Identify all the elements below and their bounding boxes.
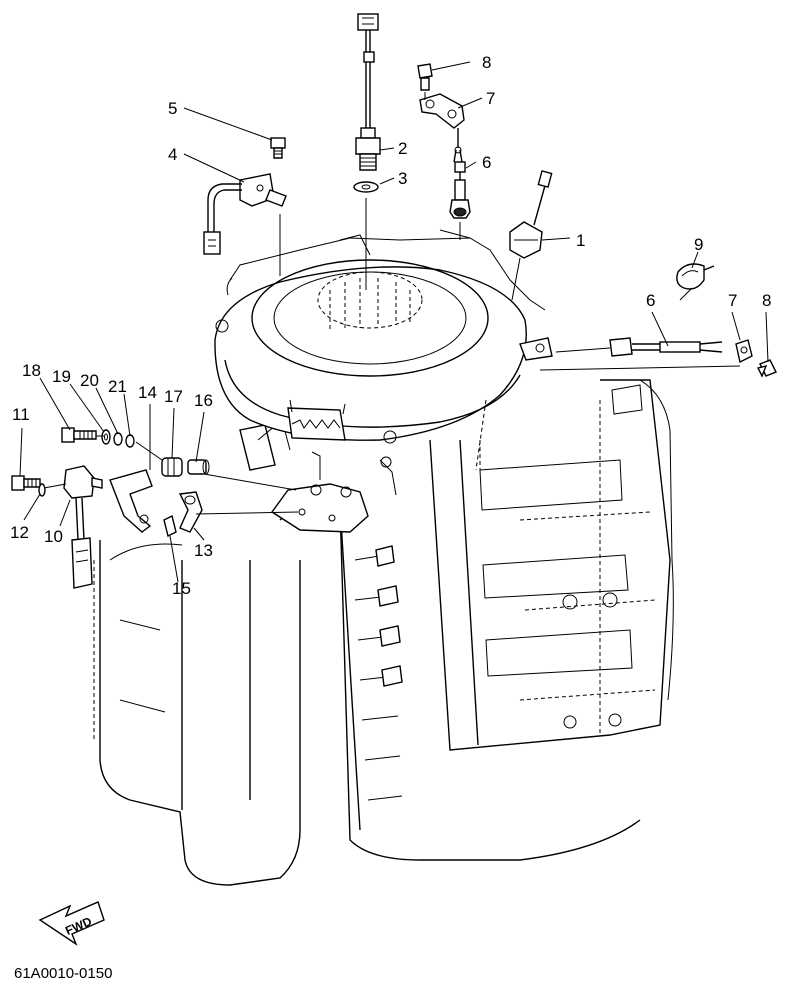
figure-code: 61A0010-0150 (14, 965, 112, 982)
callout-8-right: 8 (762, 291, 771, 310)
part-6-switch-upper (449, 128, 471, 240)
callout-5: 5 (168, 99, 177, 118)
part-14-bracket (109, 469, 153, 533)
callout-16: 16 (194, 391, 213, 410)
part-5-screw (270, 137, 286, 159)
callout-6-right: 6 (646, 291, 655, 310)
part-7-bracket-right (539, 339, 753, 371)
flywheel-cover (214, 259, 527, 444)
callout-6-upper: 6 (482, 153, 491, 172)
callout-20: 20 (80, 371, 99, 390)
part-7-clip-upper (419, 93, 465, 129)
harness-clamp (519, 337, 553, 361)
callout-21: 21 (108, 377, 127, 396)
part-12-washer (38, 483, 46, 497)
callout-15: 15 (172, 579, 191, 598)
part-2-sender (355, 13, 381, 171)
part-3-washer (353, 181, 379, 290)
part-19-washer (101, 429, 111, 445)
part-8-bolt-upper (417, 63, 433, 100)
part-16-bushing (187, 459, 210, 475)
part-4-bracket (203, 173, 287, 276)
callout-7-upper: 7 (486, 89, 495, 108)
callout-1: 1 (576, 231, 585, 250)
part-1-sensor (509, 170, 553, 301)
part-17-grommet (161, 457, 183, 477)
callout-2: 2 (398, 139, 407, 158)
callout-3: 3 (398, 169, 407, 188)
part-21-nut (125, 434, 135, 448)
callout-4: 4 (168, 145, 177, 164)
callout-13: 13 (194, 541, 213, 560)
part-13-lever (178, 491, 203, 533)
cooling-fins (354, 545, 403, 801)
leader-lines (19, 61, 769, 583)
callout-14: 14 (138, 383, 157, 402)
part-10-sensor (63, 465, 103, 589)
assembly-lines (43, 399, 487, 515)
linkage-plate (270, 451, 397, 533)
callout-11: 11 (12, 405, 30, 424)
part-8-bolt-right (756, 359, 777, 378)
callout-labels: 1 2 3 4 5 6 7 8 9 6 7 8 10 11 12 13 14 1… (10, 53, 771, 598)
callout-8-upper: 8 (482, 53, 491, 72)
callout-17: 17 (164, 387, 183, 406)
callout-10: 10 (44, 527, 63, 546)
part-6-switch-right (555, 337, 723, 357)
part-9-clamp (676, 263, 715, 301)
part-20-washer (113, 432, 123, 446)
part-18-bolt (61, 427, 97, 443)
callout-18: 18 (22, 361, 41, 380)
part-15-pin (163, 514, 177, 538)
callout-7-right: 7 (728, 291, 737, 310)
engine-block (93, 229, 674, 886)
callout-19: 19 (52, 367, 71, 386)
callout-9: 9 (694, 235, 703, 254)
callout-12: 12 (10, 523, 29, 542)
part-11-bolt (11, 475, 41, 491)
fwd-arrow: FWD (38, 901, 105, 946)
